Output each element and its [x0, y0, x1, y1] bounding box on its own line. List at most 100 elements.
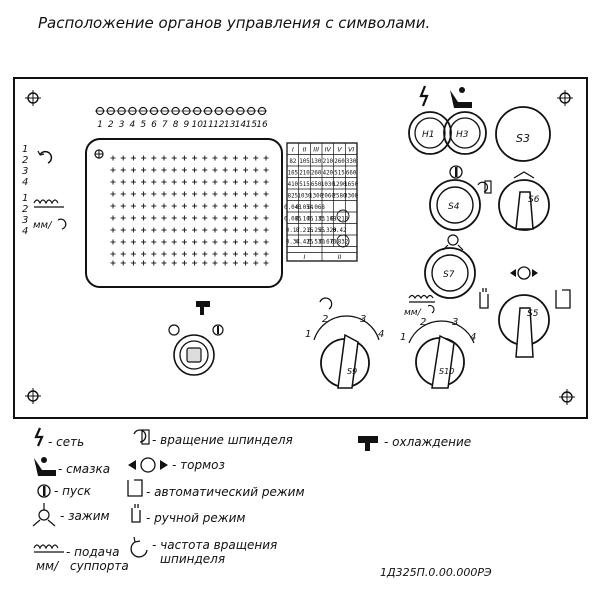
svg-text:H1: H1: [422, 130, 435, 140]
screen-dot: [253, 227, 259, 233]
indicator-lamp: [257, 106, 267, 116]
coolant-switch[interactable]: [168, 301, 224, 376]
start-button-s4[interactable]: S4: [429, 165, 481, 231]
screen-dot: [212, 167, 218, 173]
screen-dot: [222, 179, 228, 185]
screen-dot: [232, 179, 238, 185]
screen-dot: [202, 167, 208, 173]
legend-brake: - тормоз: [172, 458, 225, 472]
table-cell: 0.169: [319, 217, 337, 223]
screen-dot: [263, 215, 269, 221]
screen-dot: [222, 167, 228, 173]
clamp-icon: [447, 234, 459, 246]
screen-dot: [222, 155, 228, 161]
screen-dot: [141, 227, 147, 233]
screen-dot: [243, 155, 249, 161]
screen-dot: [253, 167, 259, 173]
page-title: Расположение органов управления с символ…: [38, 14, 430, 32]
screen-dot: [232, 239, 238, 245]
legend-feed-icon: [33, 544, 64, 553]
screen-dot: [151, 215, 157, 221]
legend-spindle-speed-icon: [130, 541, 148, 558]
feed-selector-s10[interactable]: 1 2 3 4 S10: [400, 317, 476, 389]
legend-start-icon: [37, 484, 51, 498]
side-speed-labels: 1 2 3 4 1 2 3 4 мм/: [22, 144, 67, 237]
screen-dot: [161, 260, 167, 266]
table-cell: 1300: [309, 194, 323, 200]
indicator-lamp: [149, 106, 159, 116]
screen-dot: [202, 251, 208, 257]
side-number-5: 1: [22, 193, 28, 204]
screen-dot: [171, 203, 177, 209]
screen-dot: [253, 191, 259, 197]
feed-selector-s9[interactable]: 1 2 3 4 S9: [305, 297, 384, 389]
table-cell: 330: [346, 159, 357, 165]
svg-text:мм/: мм/: [36, 559, 60, 573]
table-cell: 82: [289, 159, 296, 165]
screen-dot: [253, 239, 259, 245]
table-header-cell: V: [337, 146, 342, 154]
screen-dot: [181, 260, 187, 266]
screen-dot: [120, 227, 126, 233]
screen-dot: [110, 227, 116, 233]
table-cell: 210: [323, 159, 334, 165]
legend-coolant: - охлаждение: [384, 435, 471, 449]
table-cell: 0.106: [296, 217, 314, 223]
side-number-2: 2: [22, 155, 28, 166]
lamp-number: 9: [184, 120, 190, 130]
screen-dot: [243, 215, 249, 221]
legend-power: - сеть: [48, 435, 84, 449]
indicator-lamp: [105, 106, 116, 116]
screen-dot: [151, 260, 157, 266]
screen-dot: [202, 179, 208, 185]
mode-switch-s5[interactable]: S5: [498, 266, 571, 358]
table-cell: 0.832: [331, 240, 348, 246]
screen-dot: [161, 167, 167, 173]
screen-dot: [110, 239, 116, 245]
screen-dot: [151, 203, 157, 209]
screen-dot: [253, 260, 259, 266]
document-code: 1Д325П.0.00.000РЭ: [380, 566, 492, 579]
symbol-legend: - сеть - смазка - пуск - зажим мм/ - под…: [32, 427, 471, 573]
screen-dot: [171, 155, 177, 161]
lamp-number: 14: [235, 120, 247, 130]
legend-manual-mode-icon: [131, 504, 141, 523]
screen-dot: [130, 251, 136, 257]
screen-dot: [243, 251, 249, 257]
button-s3[interactable]: S3: [495, 106, 551, 162]
table-cell: 0.133: [307, 217, 325, 223]
lamp-number: 5: [140, 120, 146, 130]
table-cell: 0.17: [286, 228, 300, 234]
screen-dot: [232, 167, 238, 173]
lamp-number: 10: [191, 120, 203, 130]
clamp-button-s7[interactable]: S7: [424, 234, 476, 299]
legend-power-icon: [34, 427, 44, 447]
indicator-lamp: [181, 106, 192, 116]
screen-dot: [161, 215, 167, 221]
screen-dot: [232, 227, 238, 233]
svg-text:S3: S3: [516, 132, 530, 145]
screen-dot: [222, 203, 228, 209]
table-cell: 650: [311, 182, 322, 188]
indicator-lamp: [116, 106, 127, 116]
screen-dot: [171, 227, 177, 233]
signal-screen: [85, 138, 283, 288]
screen-dot: [212, 239, 218, 245]
legend-manual-mode: - ручной режим: [146, 511, 245, 525]
lamp-number: 2: [108, 120, 114, 130]
table-cell: 105: [299, 159, 310, 165]
lamp-number: 7: [162, 120, 168, 130]
screen-dot: [141, 203, 147, 209]
screen-dot: [232, 191, 238, 197]
screen-dot: [120, 203, 126, 209]
spindle-rotation-switch-s6[interactable]: S6: [477, 171, 550, 231]
screen-dot: [110, 260, 116, 266]
table-cell: 0.216: [296, 228, 314, 234]
s10-label: S10: [439, 367, 454, 376]
screen-dot: [232, 203, 238, 209]
screen-dot: [212, 227, 218, 233]
feed-wave-icon: [33, 199, 64, 208]
legend-coolant-icon: [358, 436, 378, 451]
